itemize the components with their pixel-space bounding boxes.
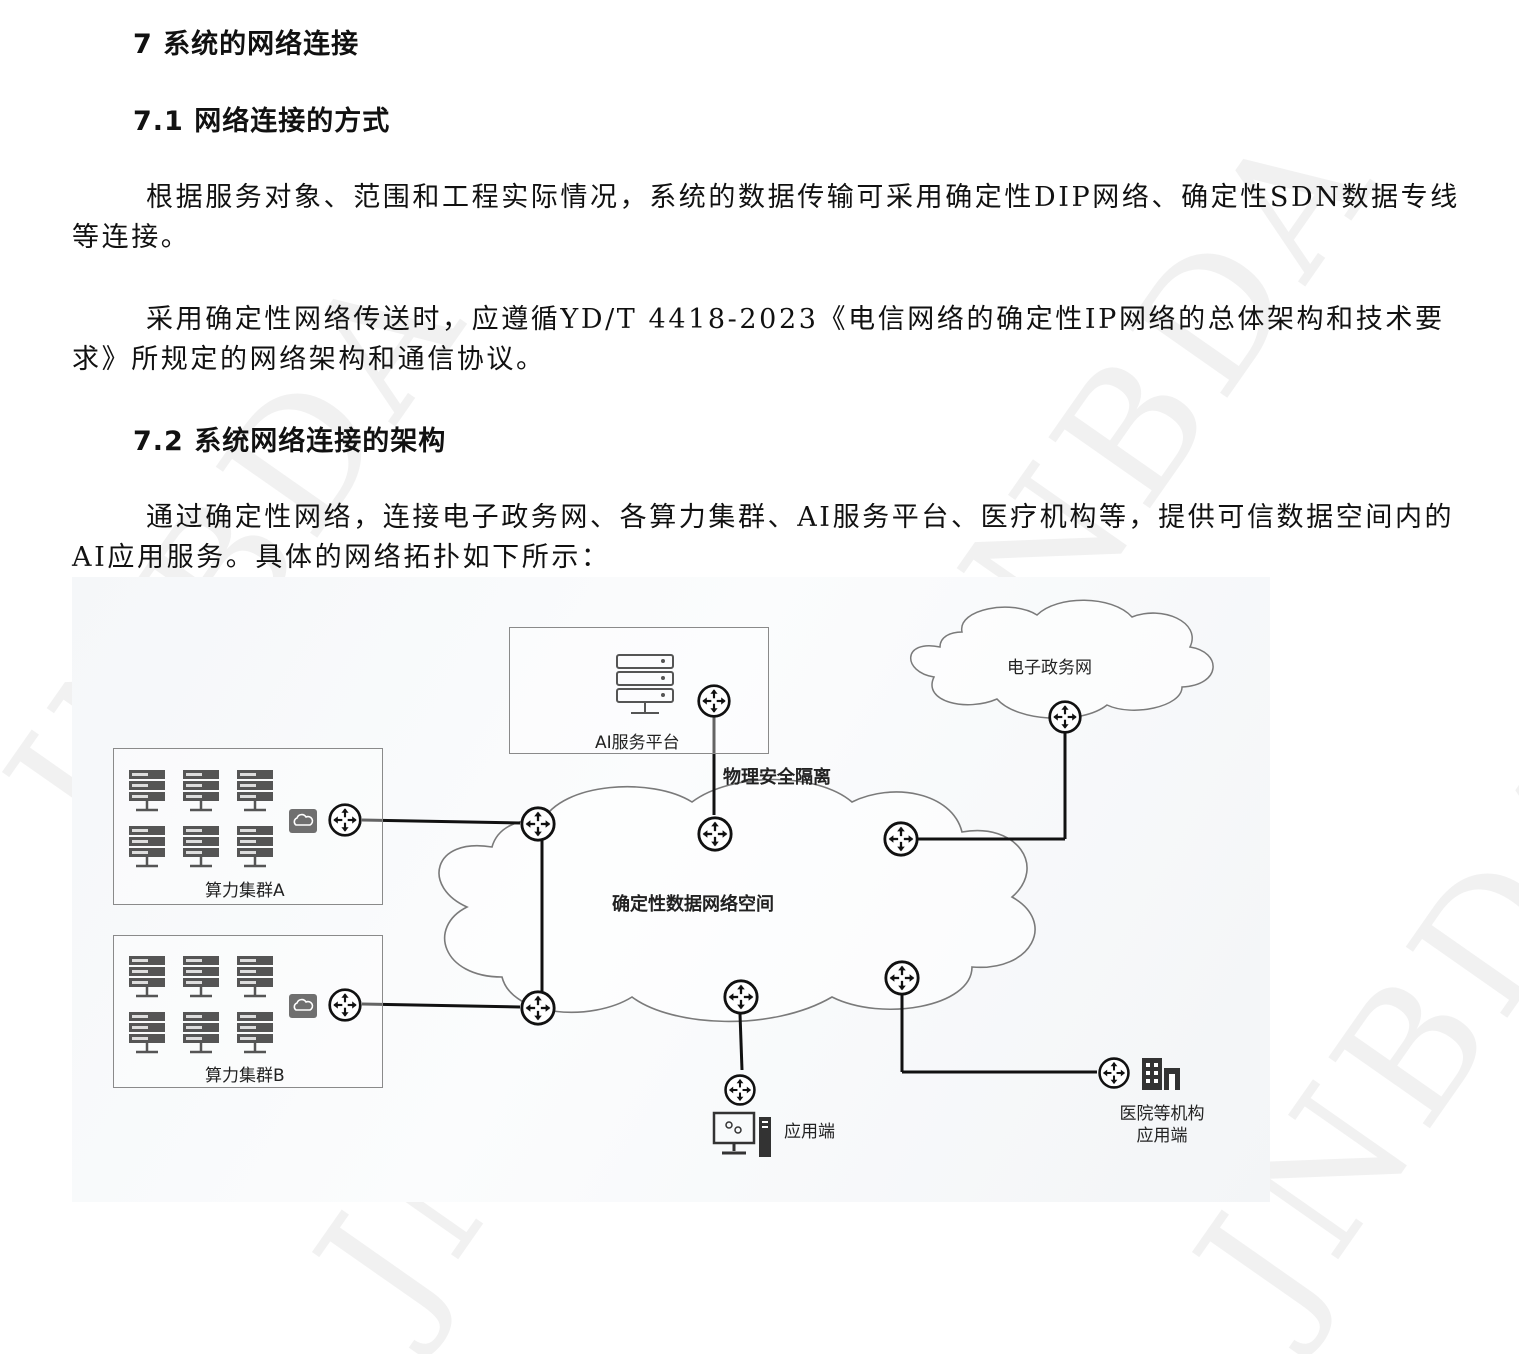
router-icon <box>1047 699 1083 735</box>
egov-cloud-shape <box>910 599 1214 719</box>
building-icon <box>1142 1058 1180 1090</box>
hospital-label-line2: 应用端 <box>1136 1126 1188 1146</box>
paragraph-architecture: 通过确定性网络，连接电子政务网、各算力集群、AI服务平台、医疗机构等，提供可信数… <box>72 502 1455 573</box>
cluster-a-label: 算力集群A <box>205 881 285 901</box>
router-icon <box>519 989 557 1027</box>
router-icon <box>327 802 363 838</box>
egov-label: 电子政务网 <box>1007 658 1092 678</box>
router-icon <box>722 978 760 1016</box>
router-icon <box>327 987 363 1023</box>
cloud-service-icon <box>289 809 317 833</box>
router-icon <box>882 820 920 858</box>
cluster-b-label: 算力集群B <box>205 1066 285 1086</box>
router-icon <box>696 683 732 719</box>
section-heading: 7 系统的网络连接 <box>133 29 360 60</box>
router-icon <box>696 815 734 853</box>
paragraph-standard: 采用确定性网络传送时，应遵循YD/T 4418-2023《电信网络的确定性IP网… <box>72 304 1445 375</box>
isolation-label: 物理安全隔离 <box>723 767 831 788</box>
paragraph-connection-methods: 根据服务对象、范围和工程实际情况，系统的数据传输可采用确定性DIP网络、确定性S… <box>72 182 1460 253</box>
workstation-icon <box>712 1111 771 1157</box>
router-icon <box>1097 1056 1131 1090</box>
network-topology-diagram: AI服务平台 物理安全隔离 电子政务网 确定性数据网络空间 算力集群A 算力集群… <box>72 577 1270 1202</box>
connection-lines <box>361 703 1097 1074</box>
core-network-label: 确定性数据网络空间 <box>612 894 774 915</box>
router-icon <box>883 959 921 997</box>
subsection-heading-7-2: 7.2 系统网络连接的架构 <box>133 426 447 457</box>
router-icon <box>519 805 557 843</box>
router-icon <box>723 1073 757 1107</box>
app-label: 应用端 <box>784 1122 835 1142</box>
cloud-service-icon <box>289 994 317 1018</box>
hospital-label-line1: 医院等机构 <box>1119 1104 1205 1124</box>
subsection-heading-7-1: 7.1 网络连接的方式 <box>133 106 391 137</box>
ai-platform-label: AI服务平台 <box>595 733 680 753</box>
server-icon <box>616 654 674 714</box>
